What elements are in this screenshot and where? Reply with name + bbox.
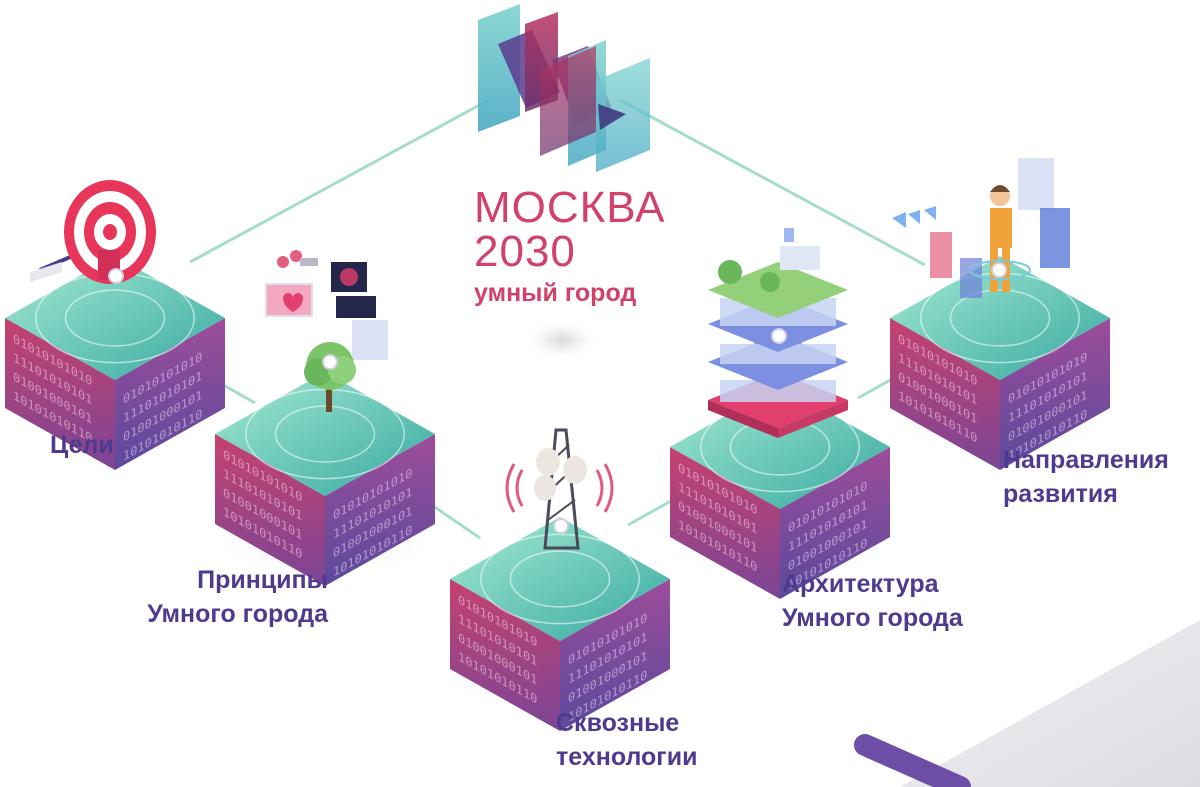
block-top-ring	[949, 289, 1051, 347]
node-label-directions: Направления развития	[1003, 443, 1169, 511]
block-right-face	[780, 447, 890, 599]
block-right-face	[1000, 318, 1110, 470]
node-label-line: технологии	[556, 743, 698, 771]
purple-accent-stroke	[854, 734, 971, 787]
cell-tower-icon	[505, 428, 614, 550]
block-right-face	[560, 579, 670, 731]
directions-person-icon	[892, 158, 1070, 298]
node-label-line: Умного города	[782, 604, 963, 632]
node-label-goals: Цели	[50, 428, 114, 462]
block-top-face	[450, 517, 670, 641]
node-label-line: Принципы	[197, 566, 328, 594]
node-label-line: Умного города	[147, 600, 328, 628]
logo-line-1: МОСКВА	[474, 183, 666, 232]
block-top-face	[890, 256, 1110, 380]
node-label-architecture: Архитектура Умного города	[782, 567, 963, 635]
node-markers	[108, 262, 1007, 534]
block-right-face	[325, 434, 435, 586]
node-label-line: Сквозные	[556, 709, 680, 737]
block-left-face	[215, 434, 325, 586]
logo-line-2: 2030	[474, 227, 576, 276]
block-left-face	[5, 318, 115, 470]
block-right-face	[115, 318, 225, 470]
block-top-ring	[509, 550, 611, 608]
background-corner-shape	[900, 620, 1200, 787]
node-label-line: Архитектура	[782, 570, 939, 598]
logo-shadow	[522, 318, 602, 362]
block-top-ring	[480, 533, 640, 625]
node-label-technologies: Сквозные технологии	[556, 706, 697, 774]
node-label-line: Цели	[50, 431, 114, 459]
logo-title: МОСКВА 2030 умный город	[474, 186, 666, 310]
node-label-line: Направления	[1003, 446, 1169, 474]
block-top-face	[5, 256, 225, 380]
logo-line-3: умный город	[474, 279, 637, 307]
block-top-face	[215, 372, 435, 496]
block-left-face	[670, 447, 780, 599]
node-label-principles: Принципы Умного города	[143, 563, 328, 631]
block-left-face	[450, 579, 560, 731]
target-icon	[30, 180, 156, 284]
architecture-building-icon	[708, 228, 848, 438]
block-left-face	[890, 318, 1000, 470]
moscow-2030-logo-mark	[478, 4, 650, 172]
principles-tree-icon	[265, 250, 388, 412]
node-label-line: развития	[1003, 480, 1118, 508]
block-top-ring	[274, 405, 376, 463]
block-top-ring	[64, 289, 166, 347]
